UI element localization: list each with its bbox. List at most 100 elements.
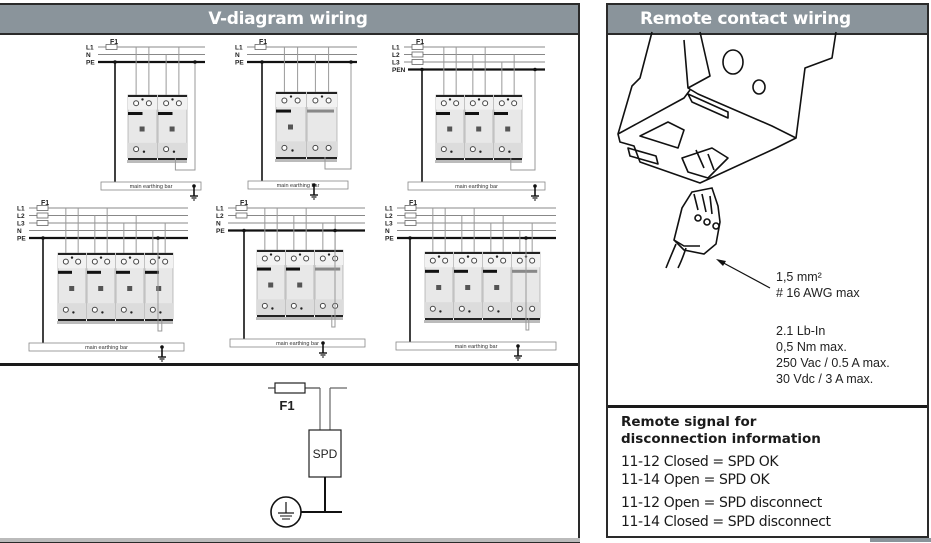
- terminal-screw: [469, 100, 476, 107]
- spd-module: [157, 94, 188, 160]
- terminal-screw: [290, 255, 297, 262]
- module-bottom: [436, 158, 464, 160]
- junction-dot: [420, 67, 424, 72]
- module-top: [315, 250, 343, 252]
- module-bottom: [87, 319, 115, 321]
- terminal-screw: [62, 306, 69, 313]
- fuse-icon: [36, 205, 49, 211]
- module-bottom: [454, 318, 482, 320]
- terminal-screw: [300, 307, 303, 310]
- line-label: L1: [17, 206, 25, 213]
- spd-label: SPD: [313, 447, 338, 461]
- fuse-icon: [411, 44, 424, 50]
- earthing-bar-label: main earthing bar: [455, 184, 498, 190]
- line-label: L2: [216, 213, 224, 220]
- status-bar: [145, 270, 159, 274]
- module-top: [158, 95, 187, 97]
- pe-return-wire: [174, 62, 196, 171]
- line-label: PE: [385, 236, 394, 243]
- terminal-screw: [163, 146, 170, 153]
- earthing-bar-label: main earthing bar: [276, 341, 319, 347]
- line-label: N: [17, 228, 22, 235]
- module-terminals-bottom: [483, 302, 511, 318]
- line-label: L3: [392, 60, 400, 67]
- module-top: [276, 92, 306, 94]
- dc-rating-spec: 30 Vdc / 3 A max.: [776, 372, 874, 386]
- terminal-screw: [319, 302, 326, 309]
- torque-lbin-spec: 2.1 Lb-In: [776, 324, 826, 338]
- spd-module: [285, 249, 315, 317]
- terminal-screw: [312, 144, 319, 151]
- spd-module: [306, 91, 338, 159]
- status-window: [169, 126, 175, 132]
- junction-dot: [533, 184, 537, 188]
- line-label: L3: [385, 221, 393, 228]
- main-earthing-bar: [247, 180, 349, 190]
- signal-state: 11-14 Closed = SPD disconnect: [621, 514, 831, 530]
- junction-dot: [321, 341, 325, 345]
- terminal-screw: [149, 258, 156, 265]
- terminal-screw: [175, 100, 182, 107]
- terminal-screw: [429, 305, 436, 312]
- module-terminals-bottom: [158, 142, 187, 158]
- main-earthing-bar: [407, 181, 546, 191]
- indicator-dot: [171, 98, 174, 101]
- status-window: [288, 124, 293, 130]
- status-bar: [257, 267, 271, 271]
- module-terminals-bottom: [257, 299, 285, 315]
- module-top: [286, 250, 314, 252]
- fuse-label: F1: [416, 39, 424, 46]
- module-top: [116, 253, 144, 255]
- module-top: [425, 252, 453, 254]
- din-rail: [57, 321, 173, 324]
- torque-nm-spec: 0,5 Nm max.: [776, 340, 847, 354]
- schematic-fuse-label: F1: [279, 398, 294, 413]
- pe-return-wire: [331, 230, 336, 328]
- status-bar: [512, 269, 538, 273]
- ground-icon: [190, 195, 198, 201]
- module-bottom: [145, 319, 173, 321]
- status-bar: [315, 267, 341, 271]
- junction-dot: [192, 184, 196, 188]
- spd-module: [424, 251, 454, 320]
- indicator-dot: [477, 98, 481, 101]
- line-label: PE: [86, 60, 95, 67]
- line-label: L1: [86, 45, 94, 52]
- module-terminals-top: [465, 97, 493, 110]
- main-earthing-bar: [28, 342, 185, 352]
- terminal-screw: [145, 100, 152, 107]
- module-bottom: [116, 319, 144, 321]
- panel-divider: [0, 363, 578, 366]
- status-bar: [158, 112, 173, 116]
- indicator-dot: [320, 95, 324, 98]
- module-bottom: [465, 158, 493, 160]
- junction-dot: [156, 236, 160, 240]
- terminal-screw: [149, 306, 156, 313]
- terminal-screw: [142, 150, 146, 153]
- line-label: N: [385, 228, 390, 235]
- status-window: [494, 285, 500, 290]
- ground-icon: [531, 195, 539, 201]
- spd-module: [115, 252, 145, 321]
- terminal-plug-drawing: [665, 187, 721, 269]
- pe-return-wire: [525, 238, 530, 331]
- line-label: L1: [235, 45, 243, 52]
- terminal-screw: [487, 305, 494, 312]
- indicator-dot: [70, 256, 74, 259]
- terminal-screw: [104, 258, 111, 265]
- terminal-screw: [511, 100, 518, 107]
- signal-heading: Remote signal for disconnection informat…: [621, 414, 821, 448]
- terminal-screw: [261, 255, 268, 262]
- status-window: [436, 285, 442, 290]
- terminal-screw: [439, 310, 442, 313]
- module-bottom: [494, 158, 522, 160]
- module-terminals-top: [276, 94, 306, 107]
- module-top: [436, 95, 464, 97]
- module-terminals-top: [116, 255, 144, 269]
- fuse-icon: [36, 220, 49, 226]
- terminal-screw: [440, 100, 447, 107]
- remote-contact-title: Remote contact wiring: [608, 5, 927, 35]
